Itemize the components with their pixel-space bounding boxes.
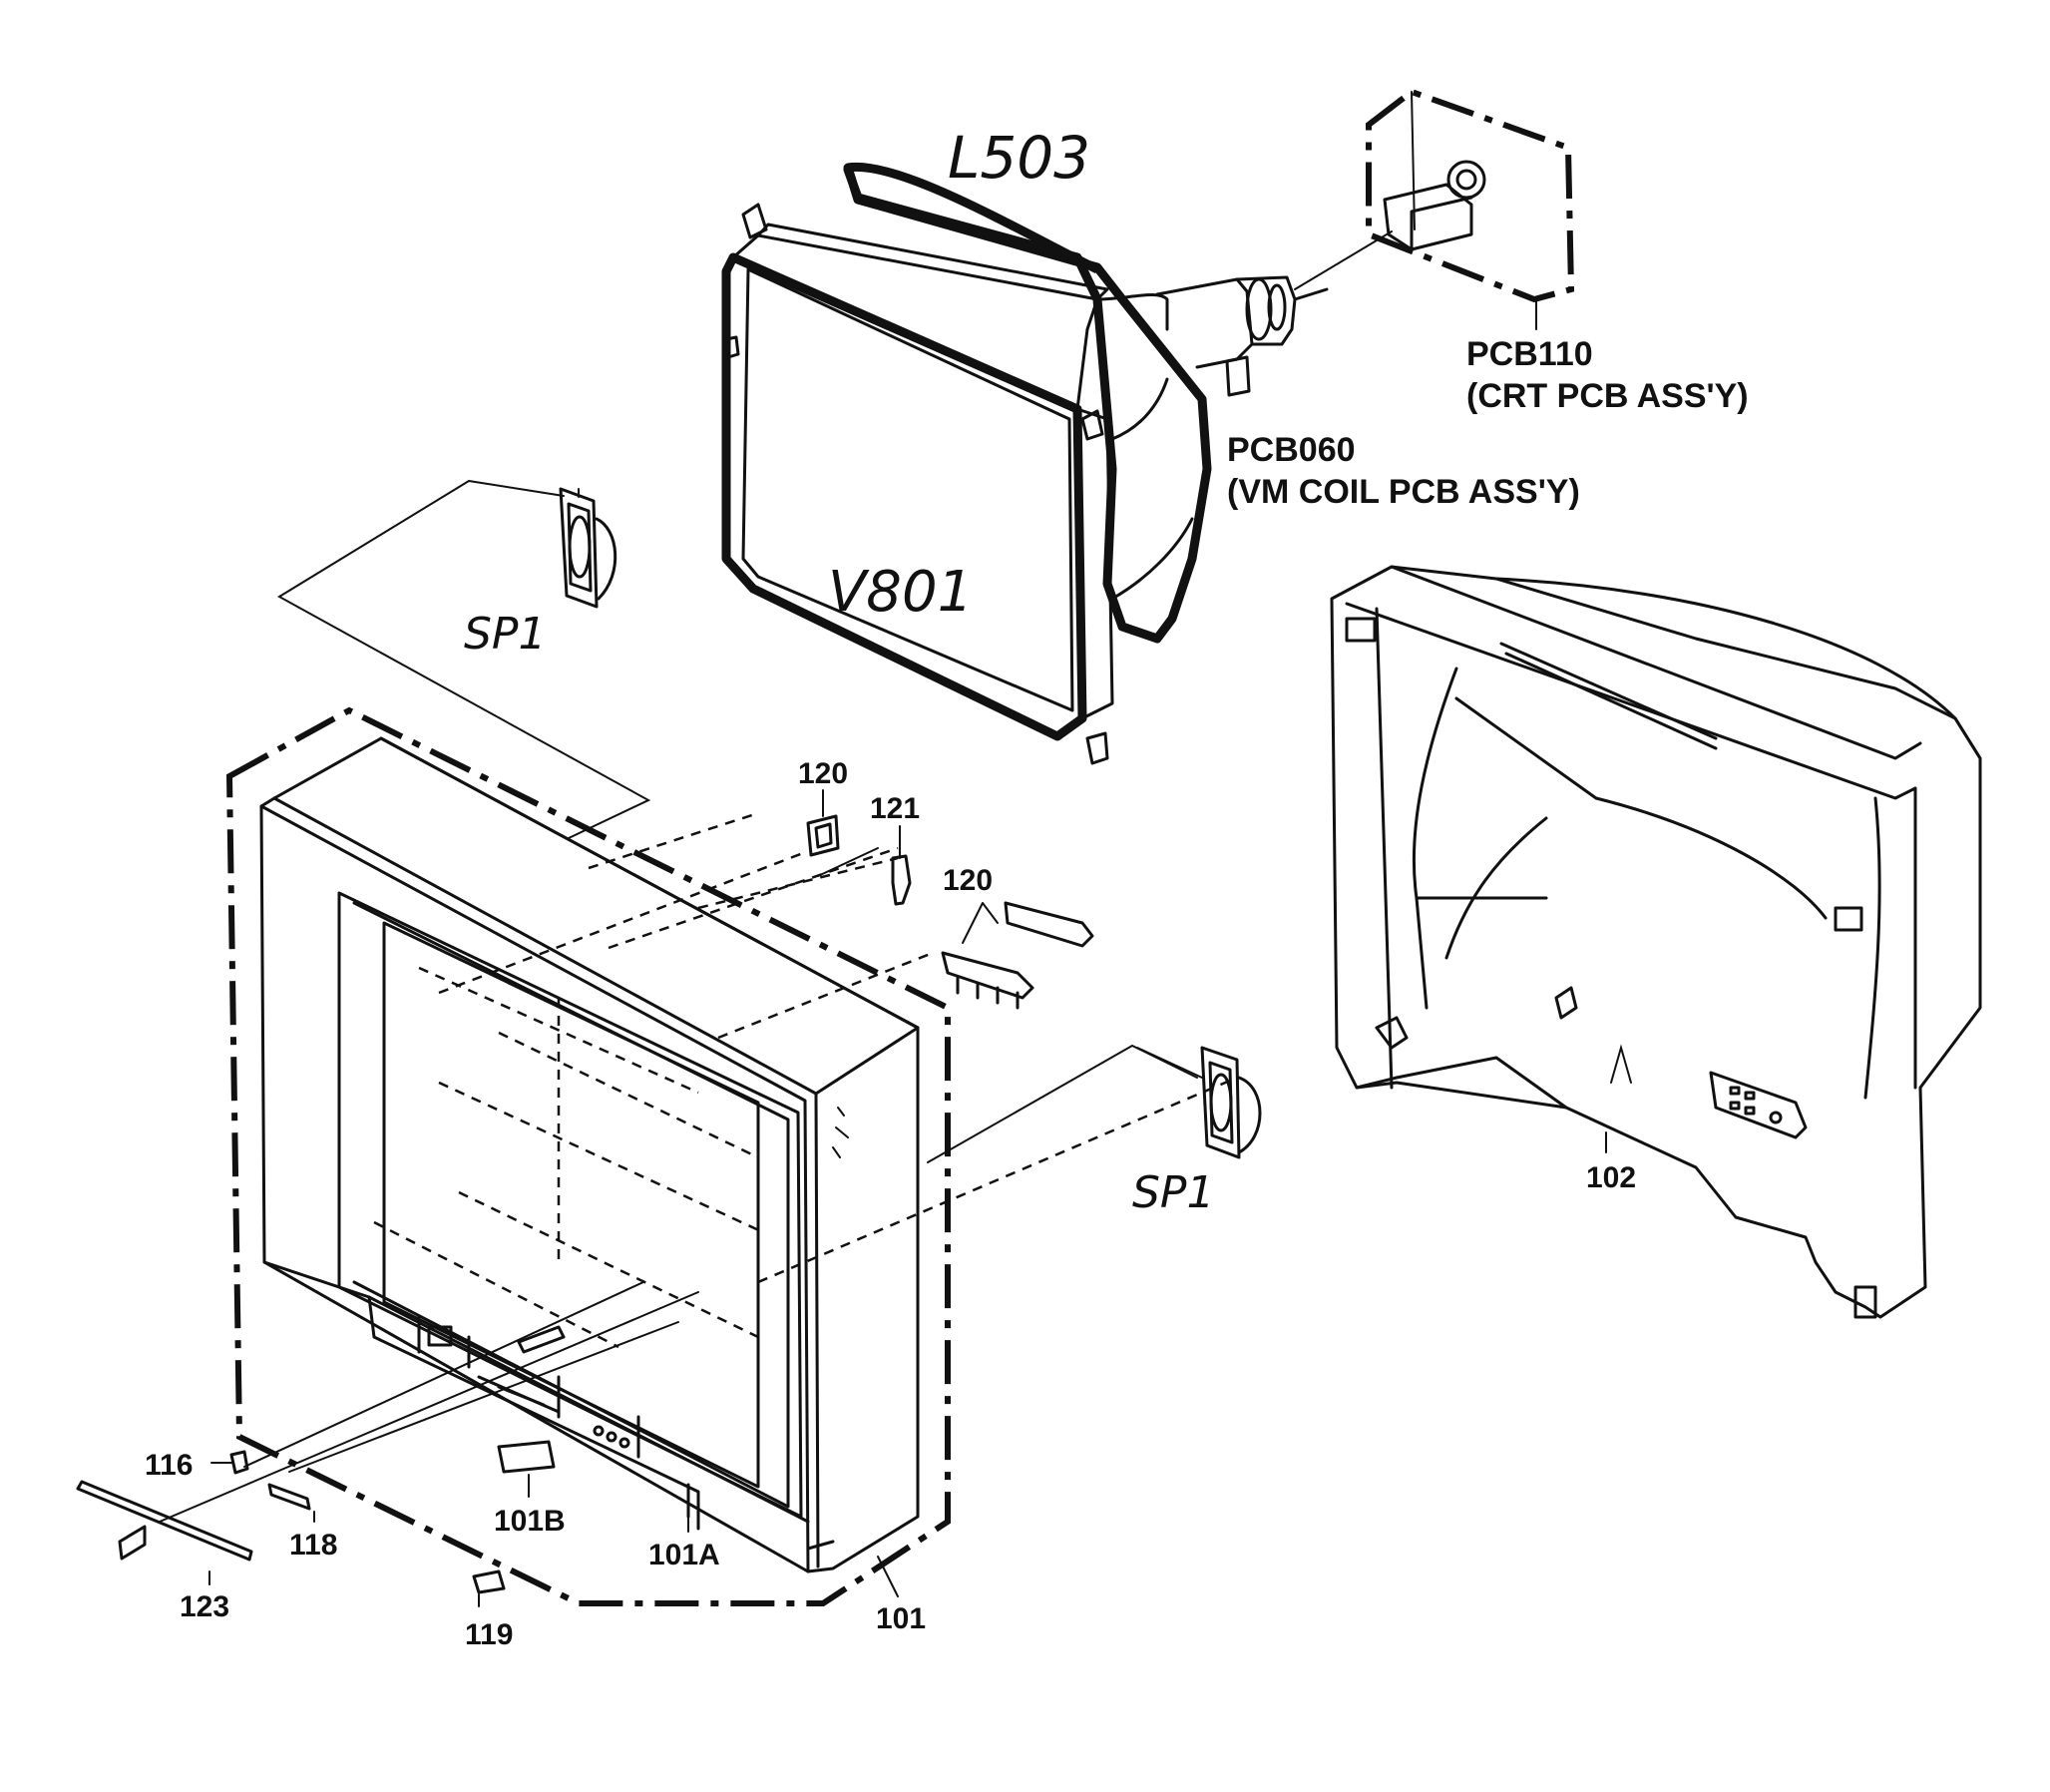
- crt-picture-tube: [721, 162, 1329, 765]
- label-pcb060-desc: (VM COIL PCB ASS'Y): [1227, 473, 1580, 511]
- label-120-middle: 120: [943, 864, 993, 897]
- label-121: 121: [870, 792, 920, 825]
- label-102: 102: [1586, 1161, 1636, 1194]
- label-l503: L503: [948, 124, 1090, 192]
- label-101a: 101A: [648, 1539, 720, 1571]
- label-118: 118: [289, 1529, 337, 1562]
- label-v801: V801: [828, 560, 973, 625]
- label-sp1-top: SP1: [464, 609, 546, 660]
- part-123-strip: [76, 1480, 253, 1585]
- part-119: [472, 1569, 506, 1607]
- speaker-top-left: [559, 487, 617, 609]
- front-cabinet: [225, 706, 951, 1606]
- part-101b: [497, 1440, 556, 1498]
- label-pcb060: PCB060: [1227, 431, 1356, 469]
- leader-101: [877, 1556, 899, 1597]
- part-116: [210, 1450, 249, 1475]
- speaker-right: [1136, 1046, 1262, 1159]
- label-120-top: 120: [798, 757, 848, 790]
- label-119: 119: [465, 1618, 513, 1651]
- bracket-120-middle: [941, 901, 1094, 1010]
- back-cabinet: [1330, 565, 1982, 1319]
- speaker-mount-guide-lines: [277, 480, 651, 839]
- part-118: [267, 1483, 315, 1523]
- crt-pcb-assembly: [1294, 88, 1575, 330]
- bracket-120-top: [806, 789, 840, 857]
- assembly-projection-lines: [159, 811, 1238, 1523]
- label-101b: 101B: [494, 1505, 566, 1538]
- label-pcb110: PCB110: [1466, 335, 1593, 373]
- label-pcb110-desc: (CRT PCB ASS'Y): [1466, 377, 1749, 415]
- clip-121: [891, 825, 912, 906]
- label-123: 123: [180, 1590, 229, 1623]
- label-101: 101: [876, 1602, 926, 1635]
- label-sp1-right: SP1: [1132, 1167, 1214, 1218]
- label-116: 116: [145, 1449, 193, 1482]
